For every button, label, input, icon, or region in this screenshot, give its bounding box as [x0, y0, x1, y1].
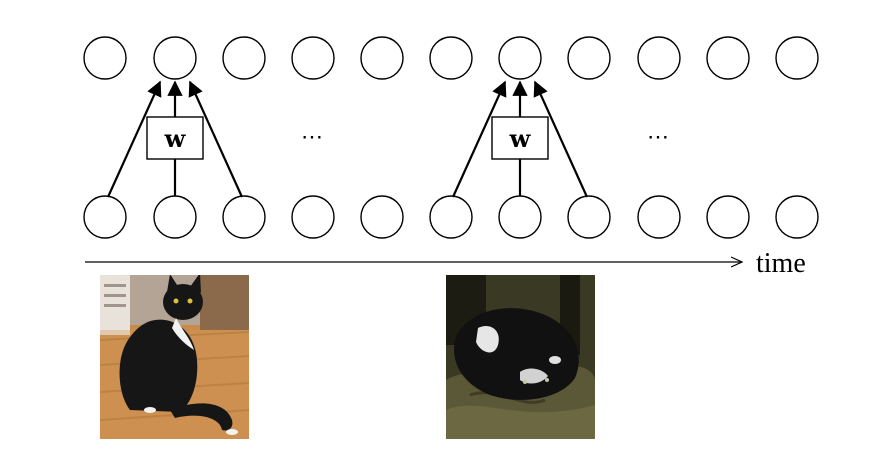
ellipsis-2: ⋯ — [647, 125, 669, 150]
top-node — [775, 36, 819, 80]
bottom-node — [83, 195, 127, 239]
bottom-node — [429, 195, 473, 239]
top-node — [83, 36, 127, 80]
top-node — [498, 36, 542, 80]
top-node — [429, 36, 473, 80]
bottom-node — [498, 195, 542, 239]
weight-box — [146, 116, 204, 160]
bottom-node — [637, 195, 681, 239]
kernel-edge — [533, 80, 589, 198]
bottom-node — [360, 195, 404, 239]
bottom-node — [291, 195, 335, 239]
top-node — [153, 36, 197, 80]
kernel-block-1: w — [106, 80, 244, 198]
weight-label: w — [164, 124, 187, 153]
bottom-node-row — [83, 195, 819, 239]
kernel-edge — [106, 80, 162, 198]
top-node-row — [83, 36, 819, 80]
top-node — [291, 36, 335, 80]
kernel-edge — [451, 80, 507, 198]
weight-label: w — [509, 124, 532, 153]
top-node — [637, 36, 681, 80]
cat-lying-photo — [446, 275, 595, 439]
bottom-node — [706, 195, 750, 239]
cat-sitting-photo — [100, 275, 249, 439]
top-node — [567, 36, 611, 80]
kernel-edge — [188, 80, 244, 198]
weight-box — [491, 116, 549, 160]
top-node — [706, 36, 750, 80]
ellipsis-1: ⋯ — [301, 125, 323, 150]
bottom-node — [567, 195, 611, 239]
bottom-node — [153, 195, 197, 239]
bottom-node — [222, 195, 266, 239]
bottom-node — [775, 195, 819, 239]
time-label: time — [756, 248, 806, 279]
kernel-block-2: w — [451, 80, 589, 198]
top-node — [360, 36, 404, 80]
top-node — [222, 36, 266, 80]
